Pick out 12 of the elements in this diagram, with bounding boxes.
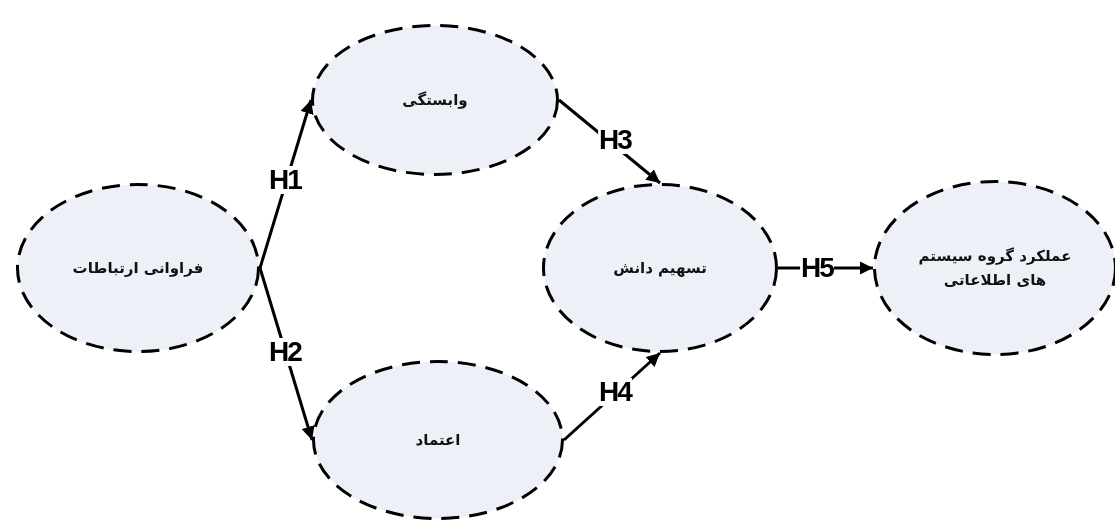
ellipse-node [312, 360, 564, 520]
node-label: فراوانی ارتباطات [72, 258, 204, 279]
edge-label: H2 [268, 338, 302, 366]
node-label: وابستگی [402, 90, 468, 111]
ellipse-node [311, 24, 559, 176]
node-label: تسهیم دانش [613, 258, 707, 279]
node-label: عملکرد گروه سیستم های اطلاعاتی [917, 246, 1073, 291]
edge-label: H4 [598, 378, 632, 406]
node-label: اعتماد [415, 430, 461, 451]
edge-label: H1 [268, 166, 302, 194]
ellipse-node [16, 183, 260, 353]
ellipse-node [542, 183, 778, 353]
